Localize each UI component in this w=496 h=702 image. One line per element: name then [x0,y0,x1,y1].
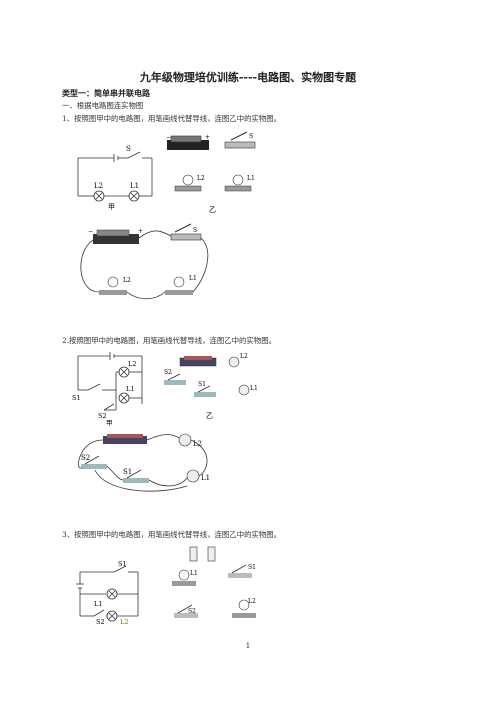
label-jia: 甲 [108,203,115,211]
svg-text:L2: L2 [240,353,248,360]
section-heading: 类型一：简单串并联电路 [62,88,150,98]
q2-components: L2 S2 S1 L1 乙 [164,353,258,420]
q1-l2-label: L2 [197,175,205,182]
q1-circuit-diagram: S L2 L1 甲 [77,145,153,211]
svg-text:S1: S1 [248,564,256,571]
q1-switch-label: S [249,133,253,140]
q3-circuit-diagram: S1 L1 S2 L2 [76,560,139,626]
svg-text:L1: L1 [201,474,210,482]
svg-text:S1: S1 [72,394,81,402]
svg-text:L2: L2 [120,618,128,626]
svg-text:L1: L1 [126,385,134,393]
svg-text:+: + [205,134,210,141]
switch-label: S [126,145,131,153]
svg-text:−: − [88,228,93,235]
question-1: 1、按照图甲中的电路图，用笔画线代替导线，连图乙中的实物图。 [62,114,282,123]
svg-text:S1: S1 [123,468,132,476]
svg-text:S2: S2 [98,412,107,420]
q2-label-yi: 乙 [206,412,213,420]
q2-wired-diagram: L2 S2 S1 L1 [78,433,210,492]
label-yi: 乙 [209,206,216,214]
svg-text:S: S [193,227,197,234]
question-2: 2.按照图甲中的电路图，用笔画线代替导线，连图乙中的实物图。 [62,336,276,345]
svg-text:L2: L2 [123,277,131,284]
page-title: 九年级物理培优训练----电路图、实物图专题 [139,71,357,84]
svg-text:S1: S1 [118,560,127,568]
svg-text:+: + [138,228,143,235]
svg-text:L2: L2 [248,598,256,605]
svg-text:S2: S2 [81,454,90,462]
question-3: 3、按照图甲中的电路图，用笔画线代替导线，连图乙中的实物图。 [62,530,282,539]
svg-text:−: − [166,134,171,141]
lamp-l2-label: L2 [94,182,103,190]
q1-wired-diagram: − + S L2 L1 [80,223,209,300]
svg-text:S2: S2 [188,608,196,615]
svg-text:L2: L2 [128,360,136,368]
q2-circuit-diagram: L2 S1 L1 S2 甲 [72,352,143,427]
svg-text:S1: S1 [198,381,206,388]
svg-text:L1: L1 [189,275,197,282]
q1-l1-label: L1 [247,175,255,182]
q2-label-jia: 甲 [106,419,113,427]
lamp-l1-label: L1 [130,182,139,190]
svg-text:L1: L1 [190,570,198,577]
svg-text:L1: L1 [250,385,258,392]
svg-text:L1: L1 [94,600,102,608]
page-number: 1 [245,642,251,650]
svg-text:S2: S2 [96,618,105,626]
svg-text:S2: S2 [164,369,172,376]
q1-components: − + S L2 L1 乙 [166,131,256,214]
subsection-heading: 一、根据电路图连实物图 [62,101,144,110]
q3-components: L1 S1 S2 L2 [172,546,256,618]
